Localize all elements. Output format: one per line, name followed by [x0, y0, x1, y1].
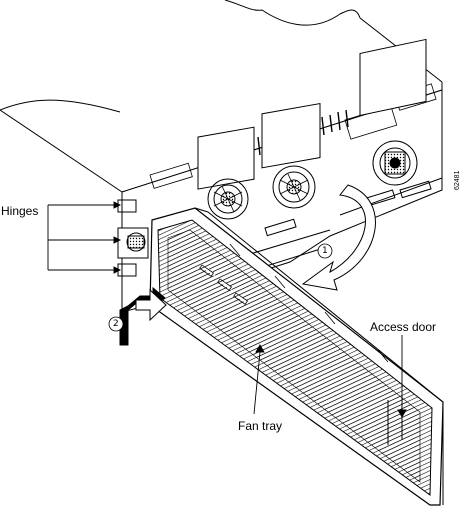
- step2-marker: [108, 316, 124, 332]
- hinge-area: [117, 199, 149, 277]
- fan-tray-label: Fan tray: [238, 419, 283, 433]
- figure-id: 62481: [454, 170, 461, 190]
- step2-number: 2: [113, 319, 119, 329]
- step2-arrow: [119, 286, 167, 346]
- fan-module-center: [261, 102, 321, 209]
- hinges-label: Hinges: [1, 204, 39, 218]
- step1-marker: [317, 243, 333, 259]
- fan-module-left: [197, 126, 255, 220]
- step1-arrow: [301, 184, 376, 291]
- chassis-cutaway-edge: [0, 99, 121, 113]
- step1-number: 1: [322, 246, 328, 256]
- access-door-label: Access door: [370, 320, 437, 334]
- chassis-top-surface: [0, 0, 442, 125]
- fan-tray-leader: [253, 344, 265, 415]
- access-door-leader: [397, 335, 407, 418]
- fan-module-right: [359, 38, 427, 186]
- access-door: [149, 207, 444, 506]
- hinges-bracket: [47, 201, 122, 274]
- chassis-wavy-cut: [224, 0, 361, 26]
